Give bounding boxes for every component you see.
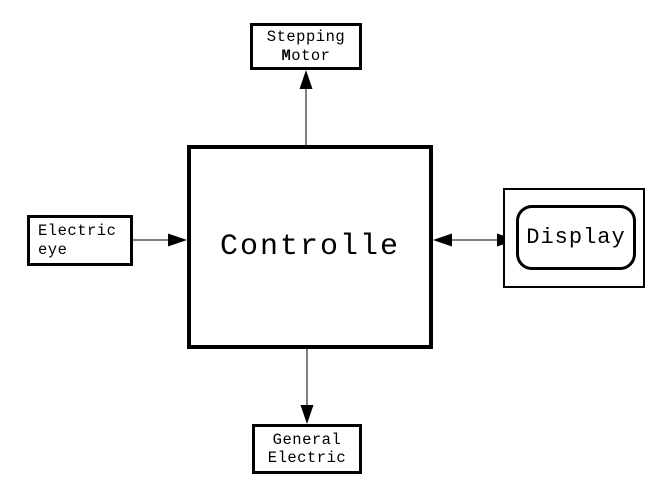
stepping-motor-line2-prefix: M <box>281 46 292 65</box>
node-display[interactable]: Display <box>503 188 645 288</box>
node-display-label: Display <box>526 225 626 250</box>
stepping-motor-line2-rest: otor <box>291 46 331 65</box>
node-controller[interactable]: Controlle <box>187 145 433 349</box>
stepping-motor-line1: Stepping <box>266 28 346 47</box>
connector-electric-eye-to-controller <box>133 233 187 247</box>
electric-eye-line1: Electric <box>38 222 117 241</box>
connector-controller-to-stepping-motor <box>299 70 313 145</box>
connector-controller-to-general-electric <box>300 349 314 424</box>
general-electric-line2: Electric <box>267 449 347 467</box>
electric-eye-line2: eye <box>38 240 68 259</box>
node-controller-label: Controlle <box>219 230 401 264</box>
general-electric-line1: General <box>272 430 342 449</box>
node-display-screen: Display <box>516 205 636 270</box>
